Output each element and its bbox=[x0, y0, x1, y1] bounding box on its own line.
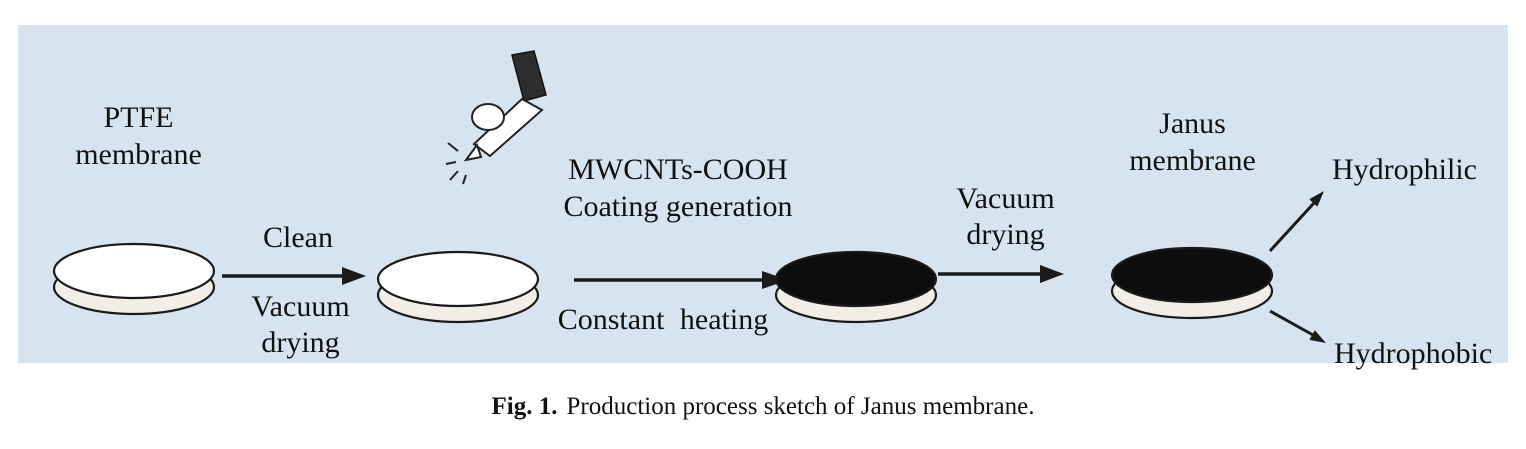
arrow-shaft bbox=[1268, 201, 1316, 253]
hydrophilic-arrow bbox=[1268, 191, 1324, 253]
janus-membrane-label-line1: Janus bbox=[1159, 107, 1226, 140]
clean-arrow bbox=[222, 267, 366, 285]
arrow-head bbox=[1309, 191, 1324, 207]
ptfe-membrane-disc-2 bbox=[376, 250, 540, 324]
hydrophobic-arrow bbox=[1269, 309, 1326, 343]
spray-line bbox=[447, 142, 459, 152]
ptfe-membrane-label-line2: membrane bbox=[75, 138, 202, 171]
janus-membrane-label-line2: membrane bbox=[1129, 144, 1256, 177]
membrane-top bbox=[1110, 246, 1274, 304]
arrow-shaft bbox=[1269, 309, 1314, 337]
coating-generation-label: Coating generation bbox=[563, 190, 793, 223]
membrane-top bbox=[52, 242, 216, 300]
constant-heating-label: Constant heating bbox=[557, 303, 769, 336]
spray-line bbox=[462, 174, 467, 185]
caption-text: Production process sketch of Janus membr… bbox=[566, 393, 1035, 420]
spray-line bbox=[449, 170, 459, 181]
arrow-head bbox=[1309, 330, 1326, 343]
vacuum-drying-2-line2: drying bbox=[966, 218, 1045, 251]
hydrophobic-label: Hydrophobic bbox=[1334, 337, 1493, 370]
janus-membrane-disc bbox=[1110, 246, 1274, 320]
coated-membrane-disc bbox=[774, 250, 938, 324]
ptfe-membrane-label-line1: PTFE bbox=[103, 101, 174, 134]
vacuum-drying-1-line2: drying bbox=[261, 326, 340, 359]
vacuum-drying-1-line1: Vacuum bbox=[251, 290, 350, 323]
clean-label: Clean bbox=[263, 221, 333, 254]
spray-line bbox=[445, 161, 457, 165]
airbrush-cup bbox=[471, 103, 505, 131]
coating-arrow bbox=[574, 271, 788, 289]
vacuum-drying-label-2: Vacuum drying bbox=[938, 181, 1073, 253]
drying-arrow bbox=[938, 265, 1064, 283]
vacuum-drying-label-1: Vacuum drying bbox=[218, 289, 383, 361]
airbrush-handle bbox=[511, 50, 547, 102]
caption-label: Fig. 1. bbox=[491, 393, 558, 420]
janus-membrane-label: Janus membrane bbox=[1110, 105, 1275, 179]
figure-caption: Fig. 1. Production process sketch of Janu… bbox=[0, 392, 1526, 422]
arrow-head bbox=[1040, 265, 1064, 283]
hydrophilic-label: Hydrophilic bbox=[1332, 153, 1477, 186]
vacuum-drying-2-line1: Vacuum bbox=[956, 182, 1055, 215]
membrane-top bbox=[774, 250, 938, 308]
airbrush-nozzle bbox=[463, 142, 483, 162]
mwcnts-cooh-line1: MWCNTs-COOH bbox=[568, 153, 788, 186]
mwcnts-cooh-label: MWCNTs-COOH Coating generation bbox=[538, 151, 818, 225]
membrane-top bbox=[376, 250, 540, 308]
ptfe-membrane-label: PTFE membrane bbox=[46, 99, 231, 173]
ptfe-membrane-disc bbox=[52, 242, 216, 316]
airbrush-icon bbox=[445, 50, 547, 185]
process-diagram-panel: PTFE membrane Clean Vacuum drying bbox=[18, 25, 1508, 370]
arrow-head bbox=[342, 267, 366, 285]
